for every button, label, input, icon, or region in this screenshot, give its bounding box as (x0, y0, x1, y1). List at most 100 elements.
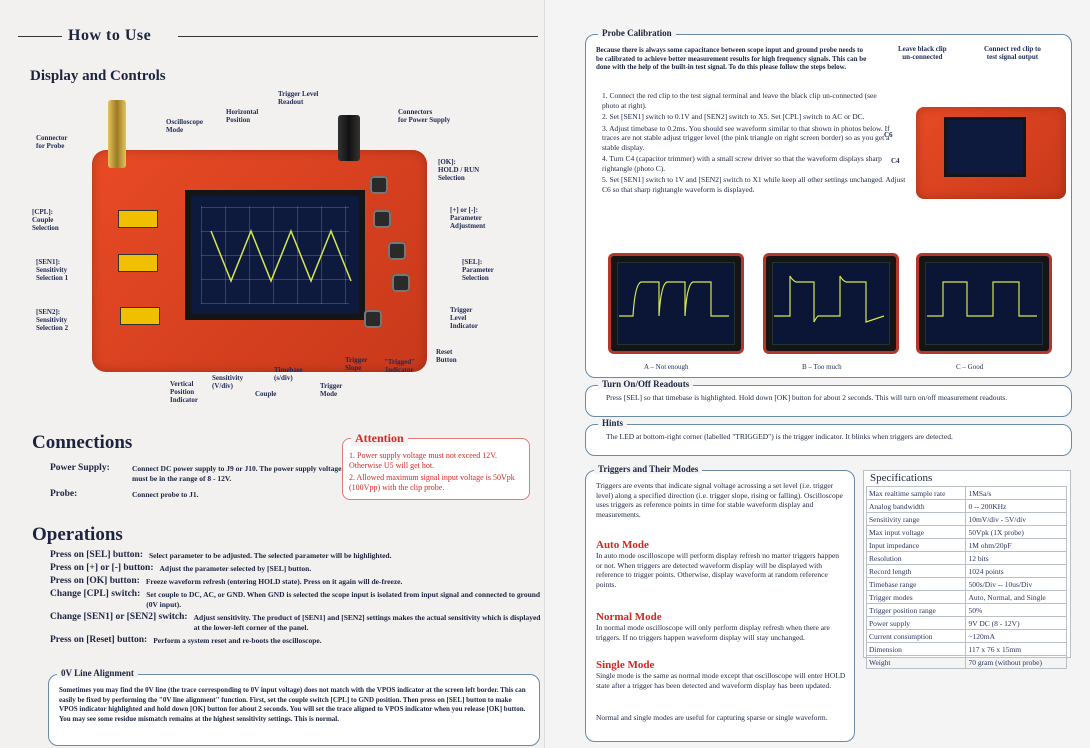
spec-row: Current consumption~120mA (865, 629, 1067, 643)
waveform-triangle (210, 228, 352, 284)
callout-timebase: Timebase (s/div) (274, 366, 303, 382)
attention-title: Attention (351, 431, 408, 446)
sel-button[interactable] (392, 274, 410, 292)
plus-button[interactable] (373, 210, 391, 228)
calibration-board-image (916, 107, 1066, 199)
spec-key: Input impedance (865, 538, 967, 552)
op-row-sen: Change [SEN1] or [SEN2] switch: Adjust s… (50, 612, 542, 633)
op-row-ok: Press on [OK] button: Freeze waveform re… (50, 576, 542, 587)
how-to-use-rule-right (178, 36, 538, 37)
callout-trigged: "Trigged" Indicator (384, 358, 415, 374)
specifications-title: Specifications (870, 472, 933, 484)
cpl-switch[interactable] (118, 210, 158, 228)
callout-couple: Couple (255, 390, 277, 398)
spec-value: 0 -- 200KHz (965, 499, 1067, 513)
single-mode-title: Single Mode (596, 659, 655, 671)
attention-item-2: 2. Allowed maximum signal input voltage … (349, 473, 515, 492)
callout-trigger-slope: Trigger Slope (345, 356, 368, 372)
callout-reset-button: Reset Button (436, 348, 457, 364)
readouts-title: Turn On/Off Readouts (598, 379, 694, 389)
single-mode-text: Single mode is the same as normal mode e… (596, 671, 846, 690)
spec-value: 10mV/div - 5V/div (965, 512, 1067, 526)
spec-value: Auto, Normal, and Single (965, 590, 1067, 604)
oscilloscope-board-image (92, 100, 427, 372)
spec-key: Trigger modes (865, 590, 967, 604)
probe-step-4: 4. Turn C4 (capacitor trimmer) with a sm… (602, 154, 882, 173)
spec-value: 50Vpk (1X probe) (965, 525, 1067, 539)
how-to-use-rule-left (18, 36, 62, 37)
operations-title: Operations (32, 524, 123, 545)
how-to-use-title: How to Use (68, 27, 152, 44)
scope-grid (201, 206, 349, 304)
op-text-sel: Select parameter to be adjusted. The sel… (149, 551, 392, 560)
minus-button[interactable] (388, 242, 406, 260)
right-page: Probe Calibration Because there is alway… (545, 0, 1090, 748)
reset-button[interactable] (364, 310, 382, 328)
probe-label: Probe: (50, 489, 78, 499)
spec-key: Dimension (865, 642, 967, 656)
operations-list: Press on [SEL] button: Select parameter … (50, 550, 542, 649)
scope-photo-c (916, 253, 1052, 354)
spec-value: 12 bits (965, 551, 1067, 565)
spec-value: 50% (965, 603, 1067, 617)
op-label-plus-minus: Press on [+] or [-] button: (50, 563, 154, 573)
probe-text: Connect probe to J1. (132, 490, 199, 499)
callout-sensitivity: Sensitivity (V/div) (212, 374, 244, 390)
leave-black-clip-label: Leave black clip un-connected (898, 45, 947, 61)
spec-key: Analog bandwidth (865, 499, 967, 513)
ok-button[interactable] (370, 176, 388, 194)
callout-ok-button: [OK]: HOLD / RUN Selection (438, 158, 480, 182)
spec-key: Max input voltage (865, 525, 967, 539)
hints-title: Hints (598, 418, 628, 428)
connect-red-clip-label: Connect red clip to test signal output (984, 45, 1041, 61)
spec-value: 70 gram (without probe) (965, 655, 1067, 669)
spec-value: ~120mA (965, 629, 1067, 643)
callout-connectors-power: Connectors for Power Supply (398, 108, 451, 124)
op-text-cpl: Set couple to DC, AC, or GND. When GND i… (146, 590, 541, 609)
spec-value: 1024 points (965, 564, 1067, 578)
callout-trigger-level-indicator: Trigger Level Indicator (450, 306, 478, 330)
triggers-text: Triggers are events that indicate signal… (596, 481, 843, 519)
spec-key: Power supply (865, 616, 967, 630)
zero-line-text: Sometimes you may find the 0V line (the … (59, 686, 526, 723)
spec-key: Trigger position range (865, 603, 967, 617)
probe-step-1: 1. Connect the red clip to the test sign… (602, 91, 877, 110)
zero-line-title: 0V Line Alignment (57, 668, 138, 678)
probe-step-2: 2. Set [SEN1] switch to 0.1V and [SEN2] … (602, 112, 865, 121)
spec-key: Max realtime sample rate (865, 486, 967, 500)
sen1-switch[interactable] (118, 254, 158, 272)
probe-calibration-title: Probe Calibration (598, 28, 676, 38)
c6-label: C6 (884, 131, 893, 139)
readouts-box: Turn On/Off Readouts Press [SEL] so that… (585, 379, 1072, 417)
probe-calibration-intro: Because there is always some capacitance… (596, 46, 867, 71)
op-label-sel: Press on [SEL] button: (50, 550, 143, 560)
hints-box: Hints The LED at bottom-right corner (la… (585, 418, 1072, 456)
power-supply-text: Connect DC power supply to J9 or J10. Th… (132, 464, 342, 483)
callout-sen2: [SEN2]: Sensitivity Selection 2 (36, 308, 69, 332)
callout-cpl: [CPL]: Couple Selection (32, 208, 59, 232)
sen2-switch[interactable] (120, 307, 160, 325)
caption-a: A – Not enough (644, 363, 689, 371)
op-label-cpl: Change [CPL] switch: (50, 589, 141, 599)
op-label-reset: Press on [Reset] button: (50, 635, 148, 645)
waveform-b (774, 275, 885, 323)
scope-screen (185, 190, 365, 320)
readouts-text: Press [SEL] so that timebase is highligh… (606, 393, 1008, 402)
callout-connector-probe: Connector for Probe (36, 134, 68, 150)
auto-mode-text: In auto mode oscilloscope will perform d… (596, 551, 840, 589)
triggers-box: Triggers and Their Modes Triggers are ev… (585, 464, 855, 742)
left-page: How to Use Display and Controls Connecto… (0, 0, 545, 748)
callout-sen1: [SEN1]: Sensitivity Selection 1 (36, 258, 69, 282)
callout-horizontal-position: Horizontal Position (226, 108, 259, 124)
callout-oscilloscope-mode: Oscilloscope Mode (166, 118, 203, 134)
power-supply-label: Power Supply: (50, 463, 110, 473)
probe-step-5: 5. Set [SEN1] switch to 1V and [SEN2] sw… (602, 175, 906, 194)
